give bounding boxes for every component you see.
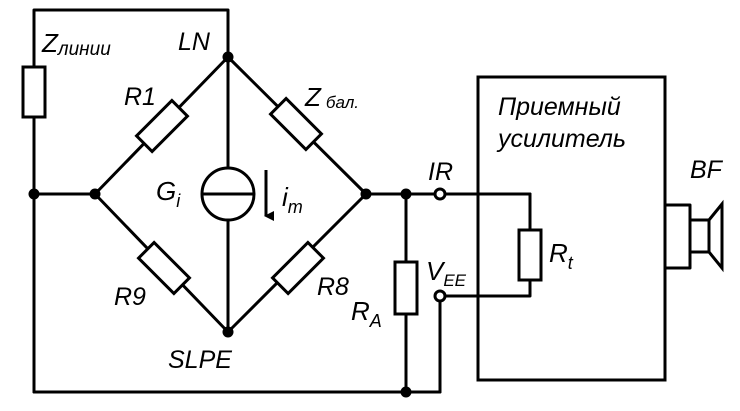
speaker-icon xyxy=(688,199,724,273)
amplifier-label-line1: Приемный xyxy=(498,93,621,121)
vee-label: VEE xyxy=(426,256,467,290)
ra-resistor xyxy=(393,260,419,316)
amplifier-label-line2: усилитель xyxy=(496,125,626,153)
junction-dot-ln xyxy=(222,51,234,63)
junction-dot-bridge-left xyxy=(89,188,101,200)
rt-resistor xyxy=(517,228,543,282)
current-source-gi xyxy=(200,166,256,222)
r1-resistor xyxy=(134,98,190,154)
r9-resistor xyxy=(136,240,192,296)
junction-dot-ra-bottom xyxy=(400,386,412,398)
r1-label: R1 xyxy=(124,83,156,111)
ir-label: IR xyxy=(428,158,453,186)
ra-label-sub: A xyxy=(369,311,382,331)
gi-label: Gi xyxy=(156,176,181,211)
rt-label-main: R xyxy=(549,238,568,268)
vee-label-sub: EE xyxy=(443,271,466,290)
wire-bf xyxy=(663,203,692,270)
rt-label: Rt xyxy=(549,238,574,273)
r8-label: R8 xyxy=(317,273,349,301)
z-line-label-sub: линии xyxy=(57,39,111,60)
gi-label-sub: i xyxy=(176,191,181,211)
r8-resistor xyxy=(270,240,326,296)
junction-dot-left xyxy=(28,188,40,200)
z-bal-label-sub: бал. xyxy=(326,93,359,112)
wire-rt-bottom xyxy=(438,278,532,394)
ln-label: LN xyxy=(178,28,211,56)
r9-label: R9 xyxy=(114,283,146,311)
junction-dot-slpe xyxy=(222,326,234,338)
bf-label: BF xyxy=(690,156,724,184)
vee-label-main: V xyxy=(426,256,446,286)
terminal-vee xyxy=(433,289,447,303)
z-bal-label-main: Z xyxy=(304,82,322,112)
im-label: im xyxy=(282,182,303,217)
im-label-sub: m xyxy=(288,197,303,217)
slpe-label: SLPE xyxy=(168,346,232,374)
receiving-amplifier-box xyxy=(476,75,667,382)
gi-label-main: G xyxy=(156,176,176,206)
z-bal-resistor xyxy=(268,96,324,152)
ra-label-main: R xyxy=(351,296,370,326)
junction-dot-ra-top xyxy=(400,188,412,200)
z-line-label-main: Z xyxy=(41,28,59,58)
ra-label: RA xyxy=(351,296,382,331)
im-label-main: i xyxy=(282,182,289,212)
rt-label-sub: t xyxy=(568,253,574,273)
z-line-resistor xyxy=(21,65,47,119)
junction-dot-bridge-right xyxy=(360,188,372,200)
z-line-label: Zлинии xyxy=(41,28,111,60)
terminal-ir xyxy=(433,187,447,201)
